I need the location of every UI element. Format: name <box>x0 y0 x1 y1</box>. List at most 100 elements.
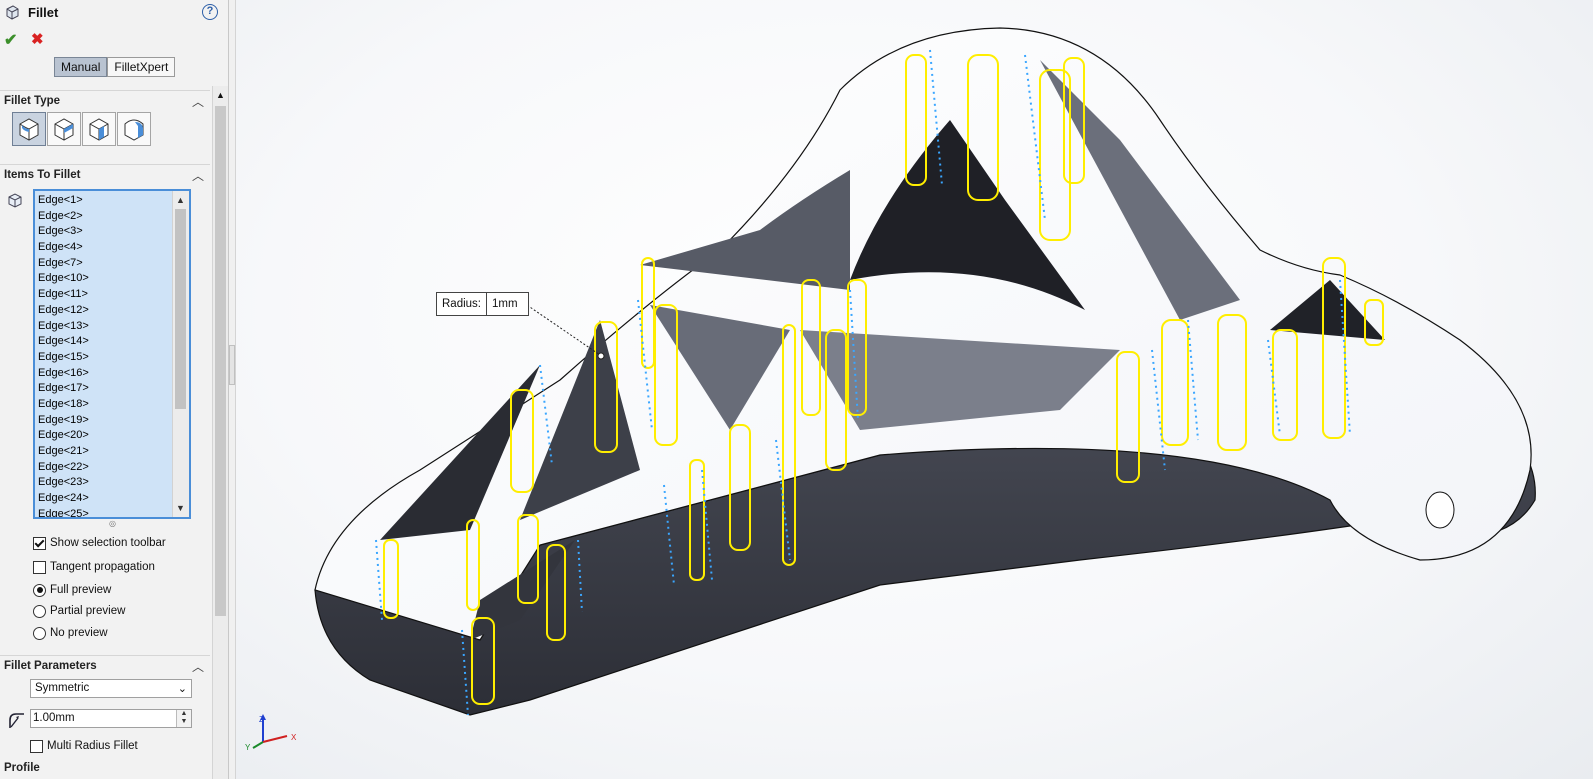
scroll-down-icon[interactable]: ▼ <box>176 503 185 513</box>
chevron-up-icon[interactable]: ︿ <box>192 660 205 674</box>
option-label: Tangent propagation <box>50 561 155 573</box>
show-selection-toolbar-option[interactable]: Show selection toolbar <box>33 534 166 552</box>
list-item[interactable]: Edge<23> <box>38 476 89 489</box>
list-item[interactable]: Edge<10> <box>38 272 89 285</box>
section-items-to-fillet[interactable]: Items To Fillet ︿ <box>0 164 210 185</box>
pocket-4[interactable] <box>650 305 790 430</box>
full-preview-option[interactable]: Full preview <box>33 581 111 599</box>
pocket-5[interactable] <box>850 120 1085 310</box>
pocket-6[interactable] <box>1040 60 1240 320</box>
no-preview-radio[interactable] <box>33 626 46 640</box>
edge-selection-icon <box>8 193 22 208</box>
ok-button[interactable]: ✔ <box>4 32 18 49</box>
pocket-1[interactable] <box>380 365 540 540</box>
tangent-propagation-option[interactable]: Tangent propagation <box>33 558 155 576</box>
list-item[interactable]: Edge<24> <box>38 492 89 505</box>
fillet-method-select[interactable]: Symmetric ⌄ <box>30 679 192 698</box>
model-hole[interactable] <box>1425 491 1455 529</box>
multi-radius-checkbox[interactable] <box>30 739 43 753</box>
section-fillet-type[interactable]: Fillet Type ︿ <box>0 90 210 111</box>
list-item[interactable]: Edge<22> <box>38 460 89 473</box>
full-preview-radio[interactable] <box>33 583 46 597</box>
list-item[interactable]: Edge<14> <box>38 335 89 348</box>
list-item[interactable]: Edge<2> <box>38 209 83 222</box>
items-to-fillet-list[interactable]: Edge<1> Edge<2> Edge<3> Edge<4> Edge<7> Edge<… <box>33 189 191 519</box>
list-item[interactable]: Edge<7> <box>38 256 83 269</box>
radius-callout[interactable]: Radius: 1mm <box>436 292 529 316</box>
tab-manual[interactable]: Manual <box>54 57 108 77</box>
section-fillet-parameters[interactable]: Fillet Parameters ︿ <box>0 655 210 676</box>
property-manager: Fillet ? ✔ ✖ Manual FilletXpert Fillet T… <box>0 0 229 779</box>
selected-value: Symmetric <box>35 682 90 694</box>
fillet-type-buttons <box>12 112 152 146</box>
panel-scrollbar[interactable]: ▲ <box>212 86 228 779</box>
list-item[interactable]: Edge<4> <box>38 241 83 254</box>
constant-size-fillet-button[interactable] <box>12 112 46 146</box>
pocket-7[interactable] <box>800 330 1120 430</box>
chevron-up-icon[interactable]: ︿ <box>192 95 205 109</box>
list-item[interactable]: Edge<15> <box>38 350 89 363</box>
reference-triad-icon: Z X Y <box>245 714 297 752</box>
tangent-propagation-checkbox[interactable] <box>33 560 46 574</box>
list-item[interactable]: Edge<11> <box>38 288 88 301</box>
face-fillet-button[interactable] <box>82 112 116 146</box>
section-title: Fillet Type <box>4 95 61 107</box>
list-item[interactable]: Edge<21> <box>38 445 89 457</box>
triad-x-label: X <box>291 733 297 742</box>
option-label: Full preview <box>50 584 112 596</box>
radius-spinner[interactable]: ▲▼ <box>176 710 191 727</box>
list-item[interactable]: Edge<25> <box>38 507 89 519</box>
scroll-up-icon[interactable]: ▲ <box>216 90 225 100</box>
pocket-8[interactable] <box>1270 280 1385 340</box>
variable-size-fillet-icon <box>54 118 74 141</box>
part-model[interactable] <box>236 0 1593 779</box>
list-item[interactable]: Edge<12> <box>38 303 89 316</box>
list-scrollbar[interactable]: ▲ ▼ <box>172 191 189 517</box>
constant-size-fillet-icon <box>19 118 39 141</box>
list-item[interactable]: Edge<3> <box>38 225 83 238</box>
callout-value[interactable]: 1mm <box>492 298 518 310</box>
triad-y-label: Y <box>245 743 251 752</box>
list-item[interactable]: Edge<16> <box>38 366 89 379</box>
variable-size-fillet-button[interactable] <box>47 112 81 146</box>
list-item[interactable]: Edge<20> <box>38 429 89 442</box>
section-profile-cut: Profile <box>4 762 40 774</box>
fillet-preview-edges[interactable] <box>383 54 1384 705</box>
scroll-up-icon[interactable]: ▲ <box>176 195 185 205</box>
triad-z-label: Z <box>259 715 264 724</box>
fillet-feature-icon <box>6 5 19 20</box>
full-round-fillet-button[interactable] <box>117 112 151 146</box>
tab-filletxpert[interactable]: FilletXpert <box>107 57 176 77</box>
pocket-2[interactable] <box>520 320 640 520</box>
option-label: Partial preview <box>50 605 126 617</box>
partial-preview-option[interactable]: Partial preview <box>33 602 125 620</box>
list-item[interactable]: Edge<19> <box>38 413 89 426</box>
chevron-up-icon[interactable]: ︿ <box>192 169 205 183</box>
page-title: Fillet <box>28 5 59 20</box>
option-label: No preview <box>50 627 108 639</box>
scroll-thumb[interactable] <box>215 106 226 616</box>
list-item[interactable]: Edge<18> <box>38 397 89 410</box>
help-icon[interactable]: ? <box>202 4 218 20</box>
panel-splitter[interactable] <box>229 0 236 779</box>
scroll-thumb[interactable] <box>175 209 186 409</box>
splitter-grip[interactable] <box>229 345 235 385</box>
list-item[interactable]: Edge<13> <box>38 319 89 332</box>
pocket-3[interactable] <box>640 170 850 290</box>
list-item[interactable]: Edge<17> <box>38 382 89 395</box>
multi-radius-option[interactable]: Multi Radius Fillet <box>30 737 138 755</box>
full-round-fillet-icon <box>124 119 144 141</box>
list-resize-handle[interactable]: ◎ <box>109 519 116 528</box>
callout-anchor <box>597 352 605 360</box>
radius-input[interactable]: 1.00mm ▲▼ <box>30 709 192 728</box>
pocket-9[interactable] <box>470 540 575 640</box>
cancel-button[interactable]: ✖ <box>31 31 44 48</box>
radius-icon <box>9 713 24 728</box>
option-label: Multi Radius Fillet <box>47 740 138 752</box>
graphics-area[interactable]: Radius: 1mm Z X Y <box>236 0 1593 779</box>
no-preview-option[interactable]: No preview <box>33 624 108 642</box>
tangent-edges[interactable] <box>375 49 1351 716</box>
list-item[interactable]: Edge<1> <box>38 194 83 206</box>
partial-preview-radio[interactable] <box>33 604 46 618</box>
show-selection-toolbar-checkbox[interactable] <box>33 536 46 550</box>
